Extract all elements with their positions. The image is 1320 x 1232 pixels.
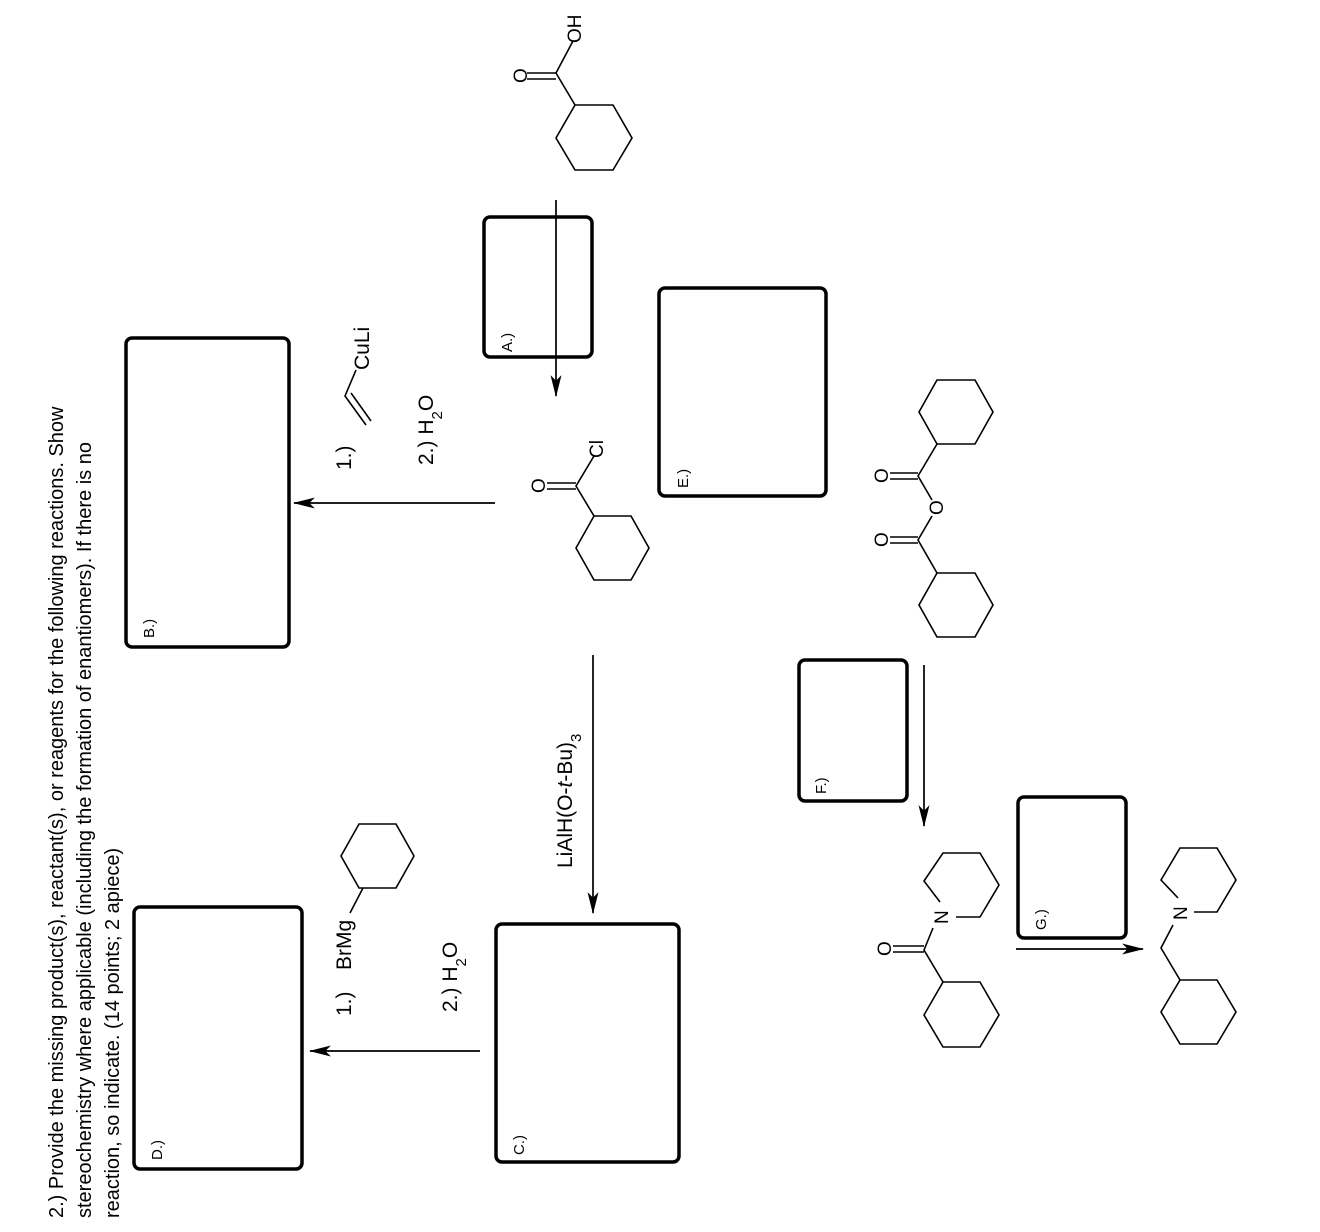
cyclohexanecarbonyl-chloride: O Cl <box>529 440 650 581</box>
answer-box-c-label: C.) <box>511 1135 528 1155</box>
answer-box-c[interactable]: C.) <box>494 922 681 1164</box>
answer-box-a[interactable]: A.) <box>482 215 594 359</box>
answer-box-e-label: E.) <box>675 469 692 488</box>
acid-carbonyl-o: O <box>511 68 532 83</box>
chloride-cl: Cl <box>587 440 608 458</box>
anhydride-carbonyl-o2: O <box>872 532 893 547</box>
reagent-b-step1: 1.) <box>333 445 356 470</box>
answer-box-f[interactable]: F.) <box>797 658 909 803</box>
piperidine-amide: O N <box>875 852 1000 1048</box>
anhydride-bridge-o: O <box>927 500 948 515</box>
anhydride-carbonyl-o1: O <box>872 468 893 483</box>
answer-box-b[interactable]: B.) <box>124 336 291 649</box>
reagent-d-step1: 1.) <box>333 991 356 1016</box>
answer-box-f-label: F.) <box>813 777 830 794</box>
answer-box-d-label: D.) <box>149 1140 166 1160</box>
grignard-cyclohexane <box>340 823 415 889</box>
question-line-3: reaction, so indicate. (14 points; 2 api… <box>102 848 124 1218</box>
answer-box-g-label: G.) <box>1033 909 1050 930</box>
reagent-d-grignard: BrMg <box>333 920 356 970</box>
reagent-d-step2: 2.) H2O <box>439 942 470 1012</box>
answer-box-d[interactable]: D.) <box>132 905 304 1171</box>
question-line-1: 2.) Provide the missing product(s), reac… <box>46 406 68 1218</box>
vinyl-group <box>344 369 367 426</box>
reagent-b-cuprate: CuLi <box>351 327 374 370</box>
amide-n: N <box>932 910 953 924</box>
amide-carbonyl-o: O <box>875 941 896 956</box>
cyclohexanecarboxylic-acid: O OH <box>511 15 633 171</box>
piperidine-amine: N <box>1160 847 1237 1045</box>
cyclohexanecarboxylic-anhydride: O O O <box>872 379 994 638</box>
answer-box-e[interactable]: E.) <box>657 286 828 498</box>
acid-hydroxyl: OH <box>565 15 586 44</box>
reagents-b: 1.) CuLi 2.) H2O <box>333 327 446 470</box>
chloride-carbonyl-o: O <box>529 478 550 493</box>
question-text: 2.) Provide the missing product(s), reac… <box>46 406 124 1218</box>
answer-box-a-label: A.) <box>499 333 516 352</box>
answer-box-g[interactable]: G.) <box>1016 795 1128 940</box>
amine-n: N <box>1171 906 1192 920</box>
question-line-2: stereochemistry where applicable (includ… <box>74 442 96 1218</box>
answer-box-b-label: B.) <box>141 619 158 638</box>
reagent-b-step2: 2.) H2O <box>415 395 446 465</box>
reagents-d: 1.) BrMg 2.) H2O <box>333 823 470 1016</box>
reagent-c: LiAlH(O-t-Bu)3 <box>554 734 585 868</box>
reagent-c-text: LiAlH(O-t-Bu)3 <box>554 734 585 868</box>
